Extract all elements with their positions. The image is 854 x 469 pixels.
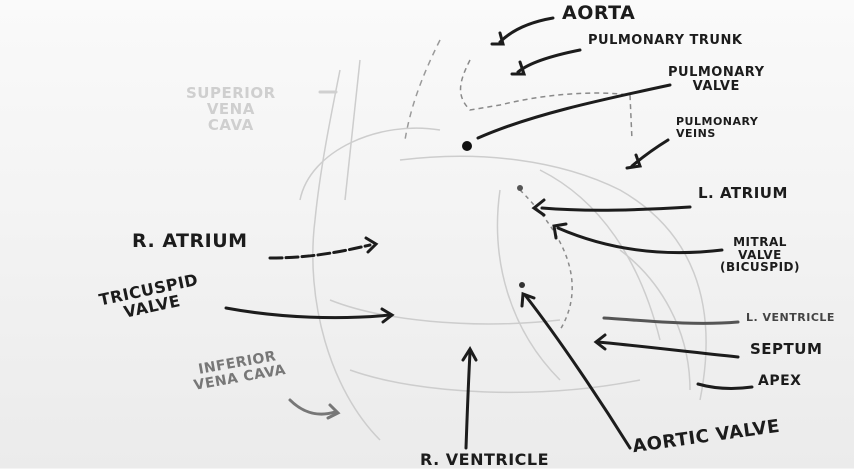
aortic-valve-arrow [523,293,632,450]
l-ventricle-arrow [602,316,740,325]
pulmonary-valve-arrow [476,83,672,140]
septum-arrow [596,340,740,359]
r-ventricle-arrow [464,350,472,450]
atrium-valve-mark [517,185,523,191]
pulmonary-valve-mark [462,141,472,151]
pulmonary-veins-arrow [630,138,670,168]
label-pulmonary-valve: PULMONARY VALVE [668,65,765,94]
tricuspid-valve-arrow [224,306,392,320]
inferior-vena-cava-arrow [288,398,337,416]
aorta-arrow [498,16,555,44]
aortic-valve-mark [519,282,525,288]
apex-arrow [696,382,754,390]
label-l-atrium: L. ATRIUM [698,184,788,202]
pointer-arrows [224,16,754,450]
label-r-atrium: R. ATRIUM [132,230,248,252]
label-aorta: AORTA [562,2,636,24]
label-pulmonary-trunk: PULMONARY TRUNK [588,33,743,48]
label-l-ventricle: L. VENTRICLE [746,311,835,324]
pulmonary-trunk-arrow [516,48,582,74]
label-r-ventricle: R. VENTRICLE [420,450,550,469]
l-atrium-arrow [540,205,692,212]
label-superior-vena-cava: SUPERIOR VENA CAVA [186,84,276,134]
label-septum: SEPTUM [750,340,823,358]
r-atrium-arrow [268,243,372,260]
mitral-valve-arrow [556,226,724,255]
heart-outline-sketch [299,39,707,441]
label-pulmonary-veins: PULMONARY VEINS [676,115,759,140]
label-apex: APEX [758,373,802,389]
label-mitral-valve: MITRAL VALVE (BICUSPID) [720,235,800,275]
